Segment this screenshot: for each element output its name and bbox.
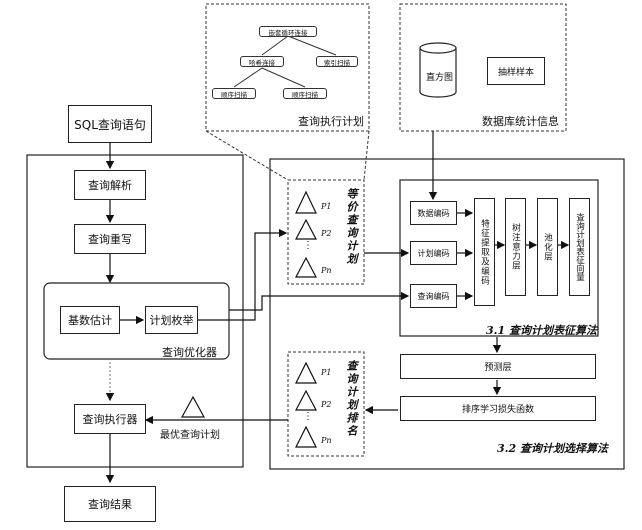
sample-box: 抽样样本 bbox=[487, 57, 545, 85]
pool-box: 池化层 bbox=[537, 198, 558, 296]
algorithm-frame bbox=[269, 158, 625, 470]
vector-box: 查询计划表征向量 bbox=[569, 198, 590, 296]
equiv-p1: P1 bbox=[321, 202, 332, 211]
plan-triangle-p1 bbox=[295, 190, 317, 214]
system-frame bbox=[26, 154, 244, 468]
parse-box: 查询解析 bbox=[74, 170, 146, 200]
plan-triangle-pn bbox=[295, 256, 317, 278]
plan-node-seq1: 顺序扫描 bbox=[212, 88, 256, 99]
equiv-pn: Pn bbox=[321, 266, 332, 275]
query-encode-box: 查询编码 bbox=[410, 284, 457, 308]
stats-panel-frame bbox=[399, 3, 567, 132]
rewrite-box: 查询重写 bbox=[74, 224, 146, 254]
ranked-triangle-pn bbox=[295, 425, 317, 448]
ranked-p2: P2 bbox=[321, 400, 332, 409]
ranked-pn: Pn bbox=[321, 436, 332, 445]
plan-panel-title: 查询执行计划 bbox=[298, 115, 364, 128]
equiv-dots: ⋮ bbox=[303, 240, 313, 251]
equiv-p2: P2 bbox=[321, 229, 332, 238]
sql-input-box: SQL查询语句 bbox=[68, 105, 152, 143]
representation-frame bbox=[399, 179, 599, 337]
cardinality-box: 基数估计 bbox=[60, 306, 120, 334]
histogram-cylinder bbox=[419, 42, 457, 98]
loss-box: 排序学习损失函数 bbox=[400, 396, 596, 421]
equiv-plans-frame bbox=[287, 179, 365, 285]
result-box: 查询结果 bbox=[64, 486, 156, 522]
plan-node-index: 索引扫描 bbox=[316, 56, 358, 67]
best-plan-label: 最优查询计划 bbox=[160, 430, 220, 441]
optimizer-frame bbox=[43, 282, 230, 360]
data-encode-box: 数据编码 bbox=[410, 201, 457, 225]
representation-title: 3.1 查询计划表征算法 bbox=[486, 324, 597, 337]
predict-box: 预测层 bbox=[400, 354, 596, 379]
stats-panel-title: 数据库统计信息 bbox=[482, 115, 559, 128]
ranked-plans-frame bbox=[287, 351, 365, 457]
plan-panel-frame bbox=[205, 3, 370, 132]
ranked-triangle-p2 bbox=[295, 389, 317, 411]
tree-attn-box: 树注意力层 bbox=[505, 198, 526, 296]
selection-title: 3.2 查询计划选择算法 bbox=[497, 442, 608, 455]
ranked-plans-label: 查询计划排名 bbox=[345, 360, 358, 438]
plan-encode-box: 计划编码 bbox=[410, 241, 457, 265]
plan-triangle-p2 bbox=[295, 218, 317, 240]
plan-node-hash: 哈希连接 bbox=[240, 56, 284, 67]
plan-node-root: 嵌套循环连接 bbox=[259, 26, 317, 37]
equiv-plans-label: 等价查询计划 bbox=[345, 188, 358, 266]
best-plan-triangle bbox=[180, 395, 206, 418]
enumerate-box: 计划枚举 bbox=[145, 306, 198, 334]
executor-box: 查询执行器 bbox=[74, 404, 146, 434]
ranked-p1: P1 bbox=[321, 368, 332, 377]
histogram-label: 直方图 bbox=[426, 73, 454, 83]
plan-node-seq2: 顺序扫描 bbox=[283, 88, 327, 99]
optimizer-label: 查询优化器 bbox=[162, 346, 217, 359]
feature-box: 特征提取及编码 bbox=[474, 198, 495, 306]
ranked-triangle-p1 bbox=[295, 361, 317, 384]
ranked-dots: ⋮ bbox=[303, 411, 313, 422]
